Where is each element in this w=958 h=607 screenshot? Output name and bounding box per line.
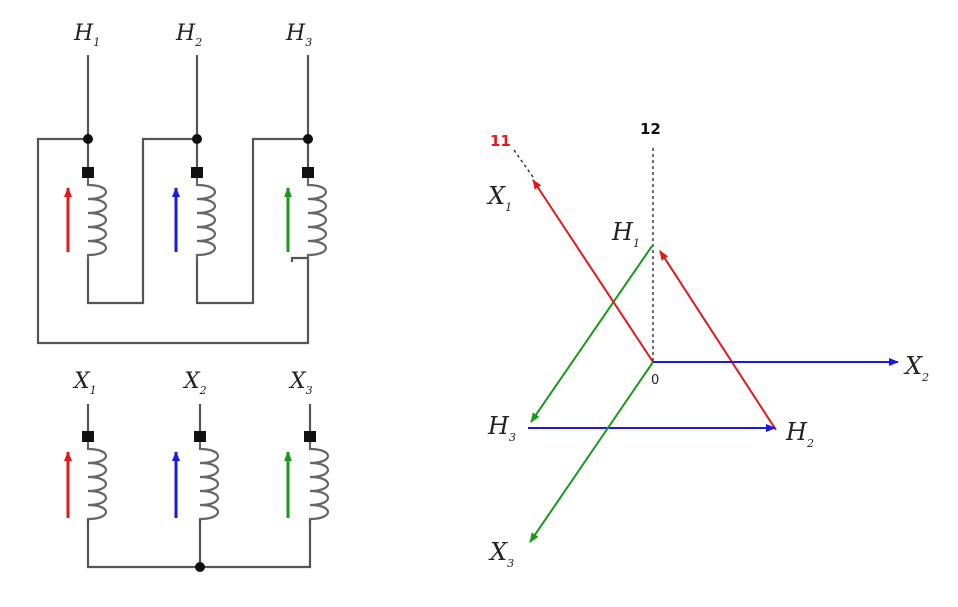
origin-label: 0	[651, 373, 659, 388]
primary-coil-1	[86, 178, 108, 260]
polarity-mark-x1	[82, 431, 94, 442]
junction-h2	[192, 134, 202, 144]
clock-11-reference-line	[513, 149, 534, 178]
secondary-coil-2	[198, 442, 220, 522]
label-x2: X2	[182, 369, 207, 397]
phasor-diagram: 11 12 0 X1 H1 X2 H3 H2 X3	[486, 120, 929, 570]
label-h3: H3	[285, 21, 312, 49]
phasor-label-x2: X2	[903, 352, 929, 384]
phasor-x3	[529, 361, 654, 543]
polarity-mark-x2	[194, 431, 206, 442]
phasor-label-h3: H3	[487, 412, 516, 444]
phasor-x1	[532, 179, 654, 363]
phasor-label-x1: X1	[486, 182, 512, 214]
clock-12-label: 12	[640, 120, 661, 138]
secondary-coil-1	[86, 442, 108, 522]
label-h1: H1	[73, 21, 100, 49]
label-x3: X3	[288, 369, 313, 397]
neutral-junction	[195, 562, 205, 572]
phasor-label-h1: H1	[611, 218, 640, 250]
clock-11-label: 11	[490, 132, 511, 150]
delta-wire-outer	[36, 137, 310, 345]
primary-coil-2	[195, 178, 217, 260]
delta-wire-1-2	[86, 137, 197, 305]
polarity-mark-h1	[82, 167, 94, 178]
delta-wire-2-3	[195, 137, 308, 305]
phasor-label-x3: X3	[488, 538, 514, 570]
polarity-mark-x3	[304, 431, 316, 442]
secondary-winding-group: X1 X2 X3	[64, 369, 330, 572]
polarity-mark-h3	[302, 167, 314, 178]
polarity-mark-h2	[191, 167, 203, 178]
junction-h1	[83, 134, 93, 144]
junction-h3	[303, 134, 313, 144]
secondary-coil-3	[308, 442, 330, 522]
phasor-h1-h2	[659, 250, 777, 431]
label-x1: X1	[72, 369, 97, 397]
primary-winding-group: H1 H2 H3	[36, 21, 328, 345]
primary-coil-3	[306, 178, 328, 260]
wye-neutral-wire	[86, 520, 312, 569]
phasor-h3-h1	[530, 245, 653, 423]
phasor-label-h2: H2	[785, 418, 814, 450]
label-h2: H2	[175, 21, 202, 49]
